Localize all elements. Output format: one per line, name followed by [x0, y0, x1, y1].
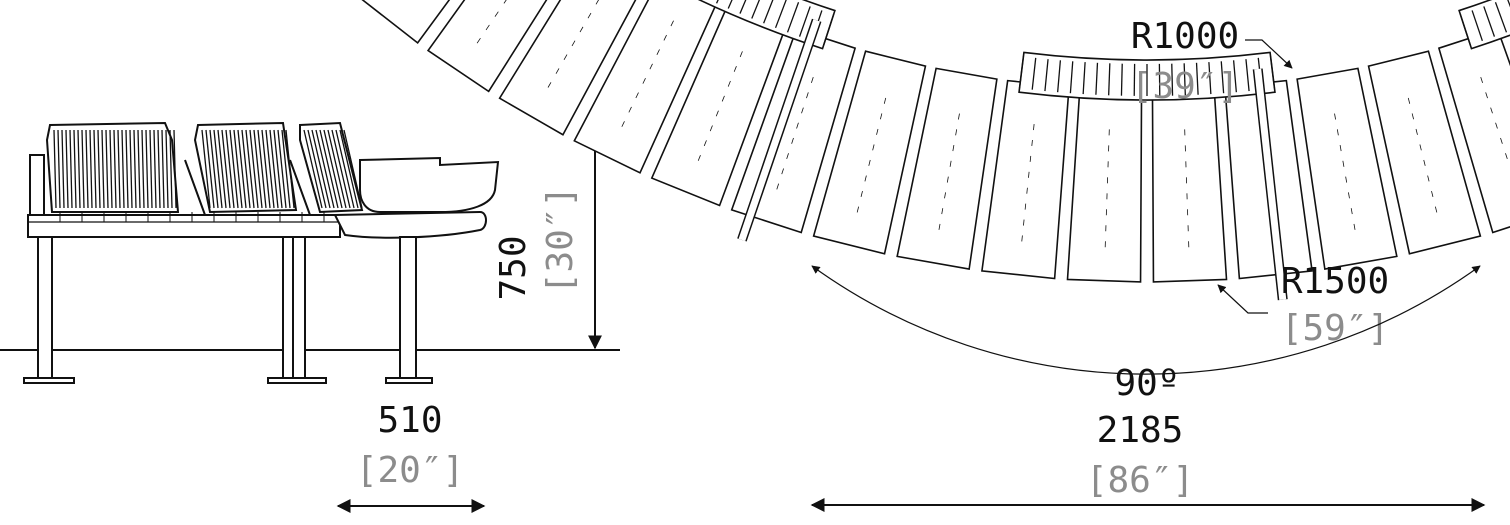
inner-radius-imperial-label: [39″] [1131, 66, 1239, 107]
side-view: 750 [30″] 510 [20″] [0, 121, 620, 513]
inner-radius-metric-label: R1000 [1131, 16, 1239, 57]
inner-radius-leader [1245, 39, 1293, 69]
height-metric-label: 750 [493, 235, 534, 300]
length-metric-label: 2185 [1097, 410, 1184, 451]
leg-3 [399, 236, 417, 381]
length-imperial-label: [86″] [1086, 460, 1194, 501]
outer-radius-leader [1217, 284, 1268, 314]
leg-1 [37, 236, 53, 381]
end-back-plate [29, 154, 45, 216]
top-view: R1000 [39″] R1500 [59″] 90º 2185 [86″] [361, 0, 1510, 512]
outer-radius-metric-label: R1500 [1281, 261, 1389, 302]
seat-planks [361, 0, 1510, 283]
side-table [333, 210, 487, 239]
backrest-slats [698, 0, 1510, 301]
armrest-bowl [359, 156, 500, 213]
height-imperial-label: [30″] [540, 186, 581, 294]
seat-1 [45, 121, 180, 213]
angle-label: 90º [1114, 363, 1179, 404]
outer-radius-imperial-label: [59″] [1281, 308, 1389, 349]
angle-arc [811, 265, 1481, 375]
depth-imperial-label: [20″] [356, 450, 464, 491]
seat-beam [27, 214, 341, 238]
depth-metric-label: 510 [377, 400, 442, 441]
